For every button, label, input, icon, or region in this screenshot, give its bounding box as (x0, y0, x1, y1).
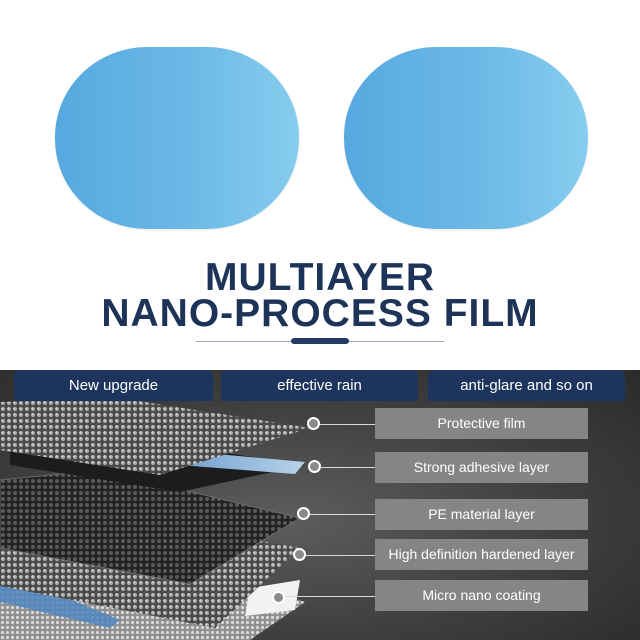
layer-diagram-panel: New upgrade effective rain anti-glare an… (0, 370, 640, 640)
headline-divider-accent (291, 338, 349, 344)
layer-protective-film (0, 398, 310, 475)
layer-pe-material (0, 470, 300, 584)
feature-tab-effective-rain: effective rain (221, 370, 418, 401)
callout-protective-film: Protective film (375, 408, 588, 439)
film-sheet-right (344, 47, 588, 229)
feature-tab-anti-glare: anti-glare and so on (428, 370, 625, 401)
callout-pe-material: PE material layer (375, 499, 588, 530)
callout-adhesive-layer: Strong adhesive layer (375, 452, 588, 483)
headline-line-2: NANO-PROCESS FILM (101, 292, 539, 335)
feature-tab-new-upgrade: New upgrade (14, 370, 213, 401)
leader-line (285, 596, 375, 597)
product-hero: MULTIAYER NANO-PROCESS FILM (55, 47, 588, 344)
leader-line (315, 424, 375, 425)
callout-dot (297, 507, 310, 520)
headline-line-1: MULTIAYER (204, 256, 435, 299)
leader-line (305, 555, 375, 556)
callout-dot (293, 548, 306, 561)
callout-dot (272, 591, 285, 604)
film-sheet-left (55, 47, 299, 229)
callout-dot (308, 460, 321, 473)
callout-hardened-layer: High definition hardened layer (375, 539, 588, 570)
leader-line (305, 514, 375, 515)
callout-micro-nano-coating: Micro nano coating (375, 580, 588, 611)
leader-line (315, 467, 375, 468)
layer-stack-illustration (0, 398, 310, 640)
callout-dot (307, 417, 320, 430)
